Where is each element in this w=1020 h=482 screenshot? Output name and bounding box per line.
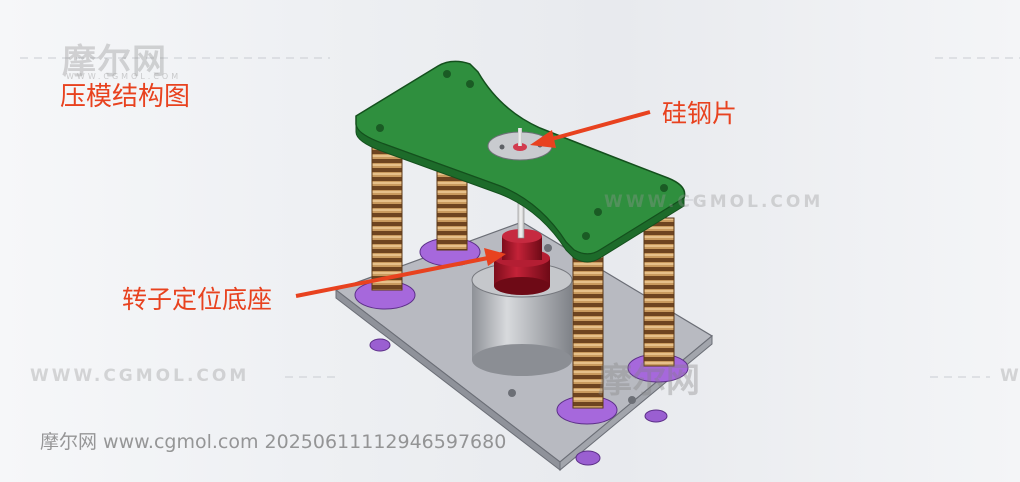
flanges xyxy=(354,237,689,425)
label-silicon-steel: 硅钢片 xyxy=(662,99,738,128)
rotor-positioning-base xyxy=(494,197,550,295)
watermark-logo-subtitle: WWW.CGMOL.COM xyxy=(66,72,182,81)
watermark-url-right: WWW.CGMOL.COM xyxy=(604,192,824,212)
callout-arrow-rotor-base xyxy=(295,248,506,298)
feet xyxy=(369,338,668,466)
diagram-title: 压模结构图 xyxy=(60,82,191,112)
callout-arrow-silicon-steel xyxy=(530,110,651,148)
watermark-logo: 摩尔网 xyxy=(62,42,167,82)
watermark-guides xyxy=(20,57,1020,378)
watermark-mid-logo: 摩尔网 xyxy=(598,361,700,401)
springs xyxy=(371,139,675,409)
watermark-url-edge: W xyxy=(1000,366,1020,386)
footer-watermark: 摩尔网 www.cgmol.com 20250611112946597680 xyxy=(40,431,507,453)
label-rotor-base: 转子定位底座 xyxy=(122,285,273,314)
watermark-url-left: WWW.CGMOL.COM xyxy=(30,366,250,386)
